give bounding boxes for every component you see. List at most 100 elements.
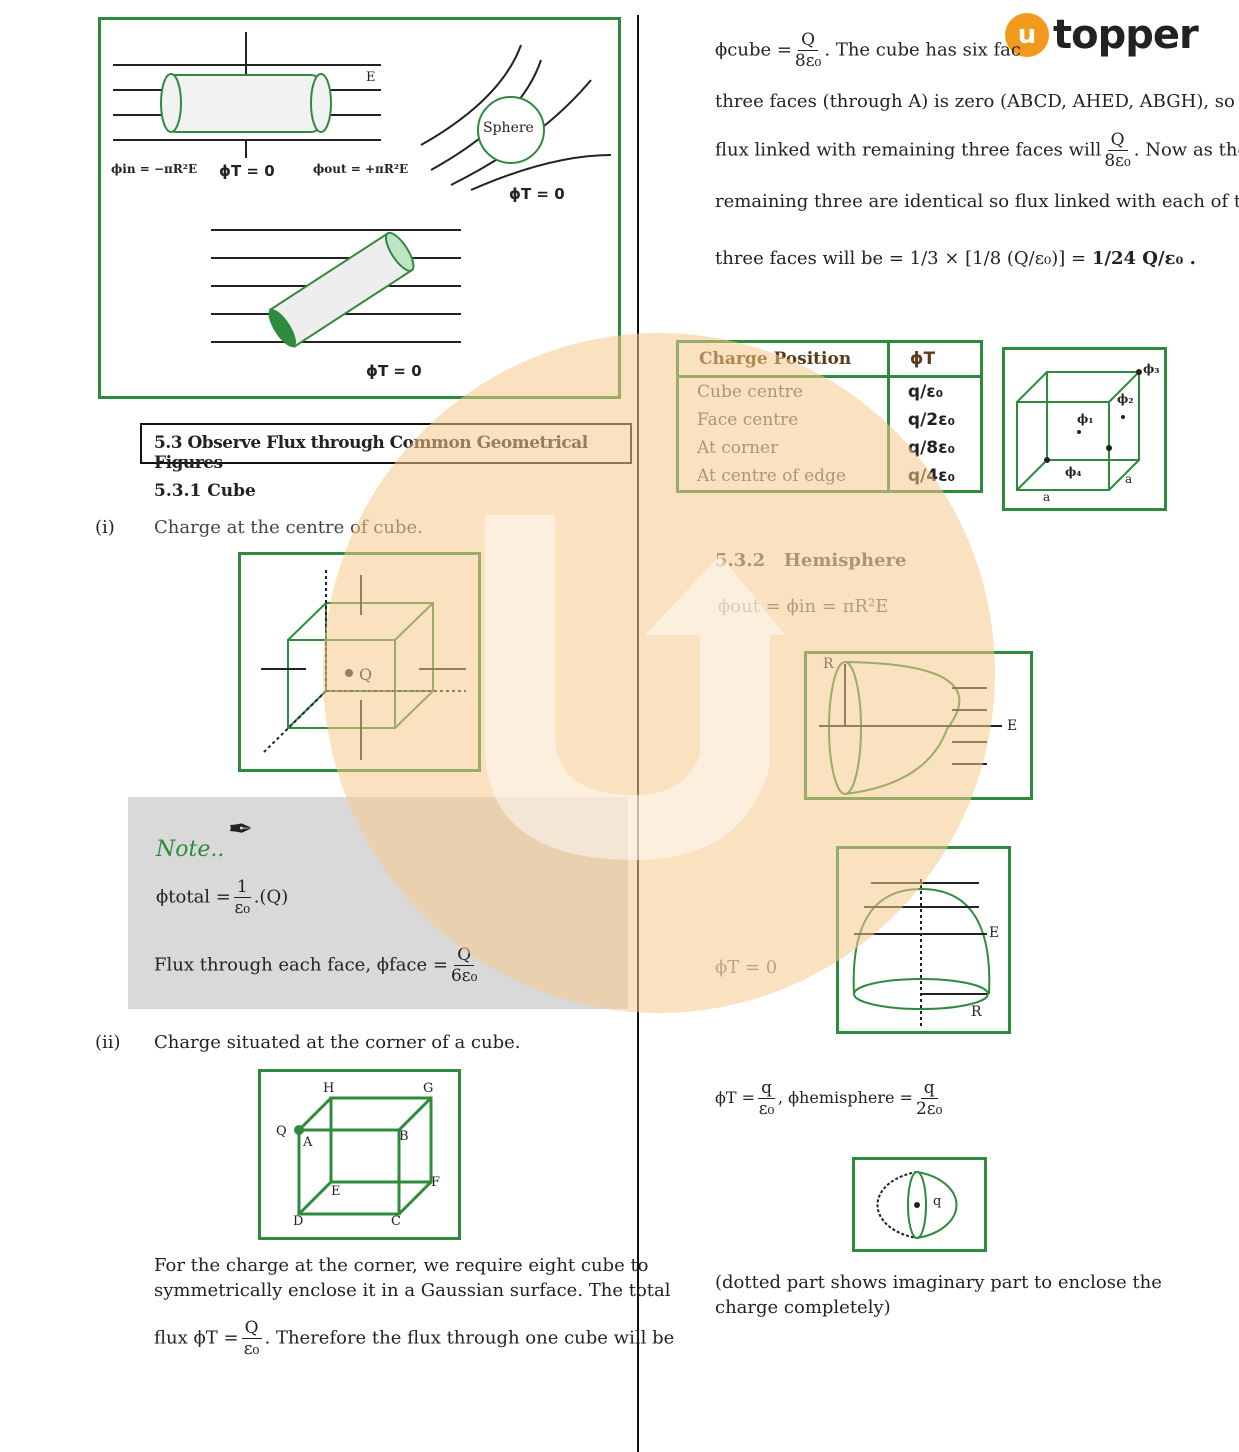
vertex-label: F bbox=[431, 1175, 441, 1190]
vertex-label: E bbox=[331, 1184, 341, 1199]
figure-caption: (dotted part shows imaginary part to enc… bbox=[715, 1272, 1162, 1318]
radius-label: R bbox=[823, 656, 834, 672]
eq-text: ϕcube = bbox=[715, 39, 792, 61]
table-cell: q/2ε₀ bbox=[907, 410, 956, 430]
hemisphere-field-figure: R E bbox=[804, 651, 1033, 800]
frac-den: 8ε₀ bbox=[1104, 151, 1131, 171]
side-label: a bbox=[1043, 490, 1051, 504]
vertex-label: D bbox=[293, 1214, 304, 1229]
frac-num: Q bbox=[454, 945, 475, 966]
eq-text: . Therefore the flux through one cube wi… bbox=[264, 1327, 675, 1349]
table-header: Charge Position bbox=[677, 341, 890, 378]
frac-den: ε₀ bbox=[234, 898, 251, 918]
frac-num: Q bbox=[241, 1318, 262, 1339]
vertex-label: G bbox=[423, 1081, 434, 1096]
e-field-label: E bbox=[366, 70, 376, 85]
eq-text: flux linked with remaining three faces w… bbox=[715, 139, 1102, 161]
flux-diagram bbox=[113, 32, 612, 348]
table-cell: q/4ε₀ bbox=[907, 466, 956, 486]
eq-expr: 1/3 × [1/8 (Q/ε₀)] = bbox=[909, 248, 1087, 269]
paragraph-line: flux linked with remaining three faces w… bbox=[715, 130, 1239, 171]
frac-den: ε₀ bbox=[243, 1339, 260, 1359]
paragraph-line: symmetrically enclose it in a Gaussian s… bbox=[154, 1280, 671, 1301]
table-cell: At centre of edge bbox=[677, 462, 890, 492]
eq-result: 1/24 Q/ε₀ . bbox=[1091, 248, 1196, 269]
paragraph-line: three faces (through A) is zero (ABCD, A… bbox=[715, 91, 1235, 112]
eq-text: . The cube has six fac bbox=[824, 39, 1021, 61]
enclosed-charge-diagram bbox=[876, 1171, 958, 1239]
table-cell: q/ε₀ bbox=[907, 382, 944, 402]
frac-num: Q bbox=[1107, 130, 1128, 151]
subsection-hemisphere: 5.3.2 Hemisphere bbox=[715, 550, 906, 571]
pen-icon: ✒ bbox=[228, 812, 254, 847]
frac-tail: .(Q) bbox=[253, 886, 289, 908]
face-text: Flux through each face, ϕface = bbox=[154, 954, 448, 976]
item-number: (i) bbox=[95, 517, 115, 538]
eq-text: , ϕhemisphere = bbox=[777, 1088, 913, 1107]
logo-mark-icon: u bbox=[1005, 13, 1049, 57]
radius-label: R bbox=[971, 1004, 982, 1020]
phi-t-zero: ϕT = 0 bbox=[715, 957, 778, 978]
frac-den: 8ε₀ bbox=[794, 51, 822, 71]
sphere-label: Sphere bbox=[483, 120, 534, 136]
paragraph-line: For the charge at the corner, we require… bbox=[154, 1255, 649, 1276]
cube-flux-figure: ϕ₃ ϕ₂ ϕ₁ ϕ₄ a a bbox=[1002, 347, 1167, 511]
e-field-label: E bbox=[1007, 718, 1018, 734]
subsection-title: Hemisphere bbox=[783, 550, 907, 571]
vertex-label: C bbox=[391, 1214, 401, 1229]
phi-in-label: ϕin = −πR²E bbox=[111, 162, 198, 176]
eq-text: flux ϕT = bbox=[154, 1327, 239, 1349]
item-text: Charge situated at the corner of a cube. bbox=[154, 1032, 521, 1053]
phi-out-label: ϕout = +πR²E bbox=[313, 162, 409, 176]
section-heading: 5.3 Observe Flux through Common Geometri… bbox=[140, 423, 632, 473]
phi-total-text: ϕtotal = bbox=[156, 886, 231, 908]
vertex-label: Q bbox=[276, 1124, 287, 1139]
phi-label: ϕ₃ bbox=[1143, 362, 1160, 376]
table-header: ϕT bbox=[888, 341, 982, 378]
table-cell: Cube centre bbox=[677, 376, 890, 406]
phi-t-label: ϕT = 0 bbox=[219, 162, 275, 180]
cube-diagram bbox=[261, 570, 466, 760]
table-cell: Face centre bbox=[677, 406, 890, 434]
table-cell: At corner bbox=[677, 434, 890, 462]
phi-sphere-label: ϕT = 0 bbox=[509, 185, 565, 203]
logo-text: topper bbox=[1053, 12, 1199, 58]
cube-flux-diagram bbox=[1016, 369, 1142, 491]
e-field-label: E bbox=[989, 925, 1000, 941]
corner-cube-diagram bbox=[294, 1096, 433, 1216]
frac-den: 2ε₀ bbox=[915, 1099, 943, 1119]
phi-label: ϕ₁ bbox=[1077, 412, 1094, 426]
charge-q-label: Q bbox=[359, 665, 373, 684]
eq-text: . Now as the bbox=[1133, 139, 1239, 161]
flux-figure-box: ϕin = −πR²E ϕT = 0 ϕout = +πR²E Sphere ϕ… bbox=[98, 17, 621, 399]
frac-num: 1 bbox=[233, 877, 251, 898]
eq-text: ϕT = bbox=[715, 1088, 756, 1107]
charge-label: q bbox=[933, 1194, 942, 1209]
hemisphere-diagram bbox=[819, 661, 1002, 795]
column-divider bbox=[637, 15, 639, 1452]
side-label: a bbox=[1125, 472, 1133, 486]
phi-label: ϕ₂ bbox=[1117, 392, 1134, 406]
paragraph-line: three faces will be = 1/3 × [1/8 (Q/ε₀)]… bbox=[715, 248, 1196, 269]
phi-cylinder-label: ϕT = 0 bbox=[366, 362, 422, 380]
subsection-number: 5.3.2 bbox=[715, 550, 766, 571]
hemisphere-equation: ϕout = ϕin = πR²E bbox=[718, 596, 889, 617]
eq-text: three faces will be = bbox=[715, 248, 904, 269]
table-cell: q/8ε₀ bbox=[907, 438, 956, 458]
subsection-cube: 5.3.1 Cube bbox=[154, 481, 256, 501]
vertex-label: B bbox=[399, 1129, 409, 1144]
hemisphere-closed-figure: E R bbox=[836, 846, 1011, 1034]
cube-centre-figure: Q bbox=[238, 552, 481, 772]
frac-den: 6ε₀ bbox=[450, 966, 478, 986]
frac-num: Q bbox=[798, 30, 819, 51]
cube-corner-figure: H G Q A B E F D C bbox=[258, 1069, 461, 1240]
frac-num: q bbox=[920, 1078, 938, 1099]
